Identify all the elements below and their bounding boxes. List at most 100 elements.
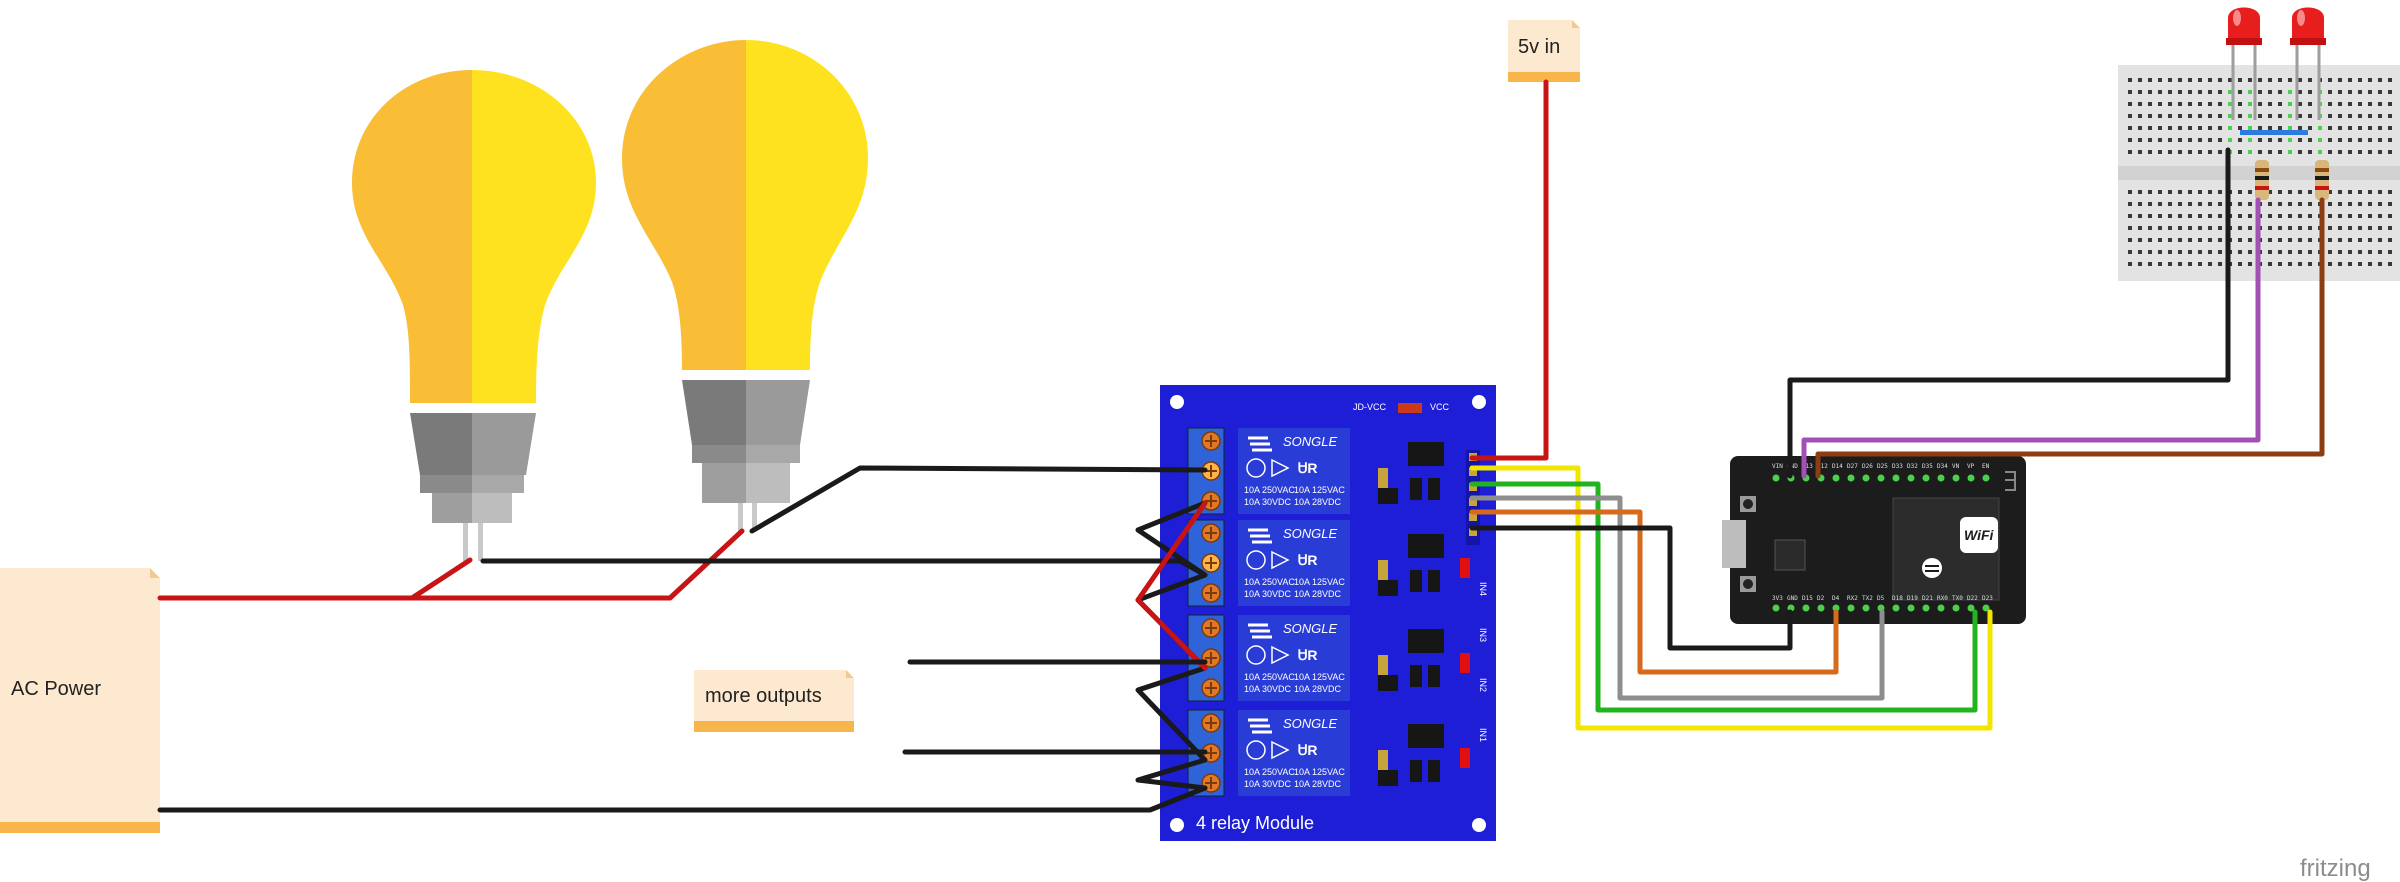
wire-bulb1-return[interactable] <box>480 558 1208 578</box>
breadboard-hole <box>2178 78 2182 82</box>
breadboard-hole <box>2298 238 2302 242</box>
breadboard-hole <box>2308 102 2312 106</box>
breadboard-hole <box>2128 262 2132 266</box>
led-1 <box>2226 7 2262 120</box>
esp32-pin[interactable] <box>1847 474 1855 482</box>
breadboard-hole <box>2268 102 2272 106</box>
relay-module-title: 4 relay Module <box>1196 813 1314 833</box>
esp32-pin-label: D12 <box>1817 463 1828 470</box>
breadboard-hole <box>2348 126 2352 130</box>
esp32-pin[interactable] <box>1832 474 1840 482</box>
esp32-pin[interactable] <box>1982 604 1990 612</box>
breadboard-hole <box>2248 150 2252 154</box>
note-more-outputs: more outputs <box>694 670 854 732</box>
breadboard-hole <box>2358 202 2362 206</box>
in1-label: IN1 <box>1478 728 1488 742</box>
breadboard-hole <box>2128 202 2132 206</box>
breadboard-hole <box>2298 138 2302 142</box>
esp32-pin[interactable] <box>1922 604 1930 612</box>
breadboard-hole <box>2278 238 2282 242</box>
breadboard-hole <box>2268 190 2272 194</box>
breadboard-hole <box>2278 190 2282 194</box>
esp32-pin[interactable] <box>1847 604 1855 612</box>
wire-orange-signal[interactable] <box>1469 509 1839 675</box>
breadboard-hole <box>2378 126 2382 130</box>
esp32-pin[interactable] <box>1892 474 1900 482</box>
breadboard-hole <box>2298 126 2302 130</box>
esp32-pin-label: D23 <box>1982 595 1993 602</box>
relay-rating-label: 10A 30VDC <box>1244 684 1292 694</box>
light-bulb-1 <box>352 70 596 561</box>
breadboard-hole <box>2328 226 2332 230</box>
wire-common-chain-red[interactable] <box>1135 500 1208 671</box>
wire-gray-signal[interactable] <box>1469 495 1885 701</box>
esp32-pin[interactable] <box>1832 604 1840 612</box>
esp32-pin[interactable] <box>1802 604 1810 612</box>
wire-yellow-signal[interactable] <box>1469 465 1993 731</box>
esp32-pin[interactable] <box>1907 474 1915 482</box>
esp32-pin[interactable] <box>1952 604 1960 612</box>
breadboard-hole <box>2388 102 2392 106</box>
esp32-pin[interactable] <box>1982 474 1990 482</box>
breadboard-hole <box>2298 226 2302 230</box>
breadboard-hole <box>2128 238 2132 242</box>
esp32-pin[interactable] <box>1967 474 1975 482</box>
relay-rating-label: 10A 250VAC <box>1244 767 1295 777</box>
breadboard-hole <box>2378 226 2382 230</box>
esp32-pin[interactable] <box>1817 604 1825 612</box>
breadboard-hole <box>2208 90 2212 94</box>
breadboard-hole <box>2358 138 2362 142</box>
breadboard-hole <box>2138 78 2142 82</box>
breadboard-hole <box>2368 226 2372 230</box>
wire-ac-live-bulb1[interactable] <box>157 557 473 601</box>
breadboard-hole <box>2168 190 2172 194</box>
note-5v-in: 5v in <box>1508 20 1580 82</box>
breadboard-hole <box>2388 114 2392 118</box>
breadboard-hole <box>2148 102 2152 106</box>
wire-green-signal[interactable] <box>1469 481 1978 713</box>
breadboard-hole <box>2168 202 2172 206</box>
breadboard-hole <box>2358 226 2362 230</box>
wire-led1-signal[interactable] <box>1801 197 2261 479</box>
breadboard-hole <box>2198 214 2202 218</box>
breadboard-hole <box>2218 250 2222 254</box>
breadboard-hole <box>2178 114 2182 118</box>
breadboard-hole <box>2188 202 2192 206</box>
breadboard-hole <box>2158 102 2162 106</box>
wire-led2-signal[interactable] <box>1815 197 2325 479</box>
wire-ac-neutral[interactable] <box>157 785 1208 813</box>
esp32-pin[interactable] <box>1862 474 1870 482</box>
esp32-pin[interactable] <box>1772 474 1780 482</box>
esp32-pin[interactable] <box>1952 474 1960 482</box>
breadboard-hole <box>2298 214 2302 218</box>
esp32-pin[interactable] <box>1967 604 1975 612</box>
esp32-pin[interactable] <box>1922 474 1930 482</box>
wire-5v-in[interactable] <box>1469 79 1549 461</box>
wire-ground[interactable] <box>1469 525 1793 651</box>
esp32-pin[interactable] <box>1907 604 1915 612</box>
breadboard-hole <box>2348 250 2352 254</box>
esp32-pin[interactable] <box>1937 604 1945 612</box>
breadboard-hole <box>2138 102 2142 106</box>
breadboard-hole <box>2278 262 2282 266</box>
breadboard-hole <box>2268 202 2272 206</box>
status-led <box>1460 748 1470 768</box>
esp32-pin[interactable] <box>1772 604 1780 612</box>
breadboard-hole <box>2238 90 2242 94</box>
wire-bulb2-return[interactable] <box>749 465 1208 534</box>
wire-ac-live-bulb2[interactable] <box>409 528 745 601</box>
breadboard-hole <box>2268 114 2272 118</box>
breadboard-hole <box>2168 114 2172 118</box>
wire-bb-ground[interactable] <box>1787 147 2231 479</box>
breadboard-hole <box>2178 250 2182 254</box>
breadboard-hole <box>2158 78 2162 82</box>
esp32-pin[interactable] <box>1937 474 1945 482</box>
breadboard-hole <box>2178 214 2182 218</box>
esp32-pin[interactable] <box>1877 474 1885 482</box>
breadboard-hole <box>2378 78 2382 82</box>
esp32-pin[interactable] <box>1892 604 1900 612</box>
breadboard-hole <box>2258 126 2262 130</box>
esp32-pin[interactable] <box>1862 604 1870 612</box>
breadboard-hole <box>2248 250 2252 254</box>
